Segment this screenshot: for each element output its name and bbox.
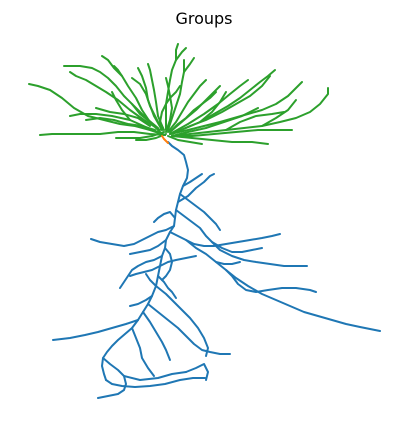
- axon-branch-22: [119, 255, 163, 289]
- dendrite-branch-34: [111, 91, 131, 121]
- dendrite-branch-20: [171, 87, 329, 137]
- dendrite-branch-14: [165, 77, 173, 133]
- axon-branch-1: [137, 141, 189, 321]
- dendrite-branch-2: [39, 131, 166, 136]
- axon-branch-16: [185, 239, 381, 332]
- dendrite-branch-27: [225, 111, 285, 131]
- axon-branch-5: [123, 371, 187, 381]
- dendrite-branch-21: [171, 135, 269, 145]
- dendrite-branch-29: [171, 129, 293, 137]
- axon-branch-21: [153, 211, 176, 223]
- soma-segment: [161, 135, 169, 144]
- dendrite-branch-23: [171, 75, 271, 135]
- axon-branch-28: [215, 261, 241, 265]
- dendrite-branch-25: [171, 107, 259, 137]
- dendrite-branch-7: [85, 117, 156, 131]
- axon-branch-11: [185, 363, 209, 381]
- dendrite-branch-28: [261, 99, 297, 127]
- axon-branch-25: [157, 275, 177, 299]
- axon-branch-30: [145, 273, 157, 287]
- dendrite-branch-12: [165, 43, 179, 131]
- axon-branch-4: [97, 357, 127, 399]
- axon-branch-7: [147, 303, 231, 355]
- dendrite-branch-33: [131, 103, 151, 123]
- dendrite-branch-4: [69, 71, 161, 131]
- dendrite-branch-11: [147, 63, 164, 129]
- axon-branch-10: [131, 327, 155, 377]
- axon-branch-23: [129, 265, 161, 277]
- dendrite-branch-32: [115, 131, 165, 139]
- dendrite-branch-31: [167, 135, 203, 145]
- axon-branch-9: [142, 311, 171, 361]
- axon-branches: [52, 141, 381, 399]
- axon-branch-14: [169, 231, 281, 247]
- dendrite-branch-37: [113, 65, 123, 77]
- dendrite-branch-26: [199, 91, 227, 123]
- dendrite-branch-36: [175, 47, 187, 61]
- dendrite-branch-1: [28, 83, 166, 136]
- axon-branch-3: [105, 377, 206, 388]
- dendrite-branches: [28, 43, 329, 145]
- axon-branch-8: [155, 285, 209, 357]
- dendrite-branch-35: [183, 57, 195, 73]
- axon-branch-26: [159, 255, 197, 267]
- axon-branch-13: [129, 239, 167, 255]
- dendrite-branch-8: [101, 55, 161, 133]
- figure-title: Groups: [175, 9, 232, 28]
- axon-branch-18: [177, 173, 215, 203]
- soma: [161, 135, 169, 144]
- axon-branch-17: [211, 241, 263, 253]
- dendrite-branch-24: [169, 85, 221, 133]
- axon-branch-29: [129, 295, 153, 307]
- axon-branch-12: [90, 225, 175, 247]
- axon-branch-20: [182, 173, 203, 187]
- dendrite-branch-17: [159, 85, 181, 131]
- axon-branch-24: [161, 247, 173, 281]
- axon-branch-2: [101, 319, 139, 381]
- dendrite-branch-10: [137, 67, 163, 131]
- dendrite-branch-15: [167, 79, 207, 133]
- axon-branch-19: [179, 193, 221, 231]
- axon-branch-15: [175, 209, 308, 267]
- axon-branch-6: [52, 319, 139, 341]
- axon-branch-27: [225, 269, 317, 293]
